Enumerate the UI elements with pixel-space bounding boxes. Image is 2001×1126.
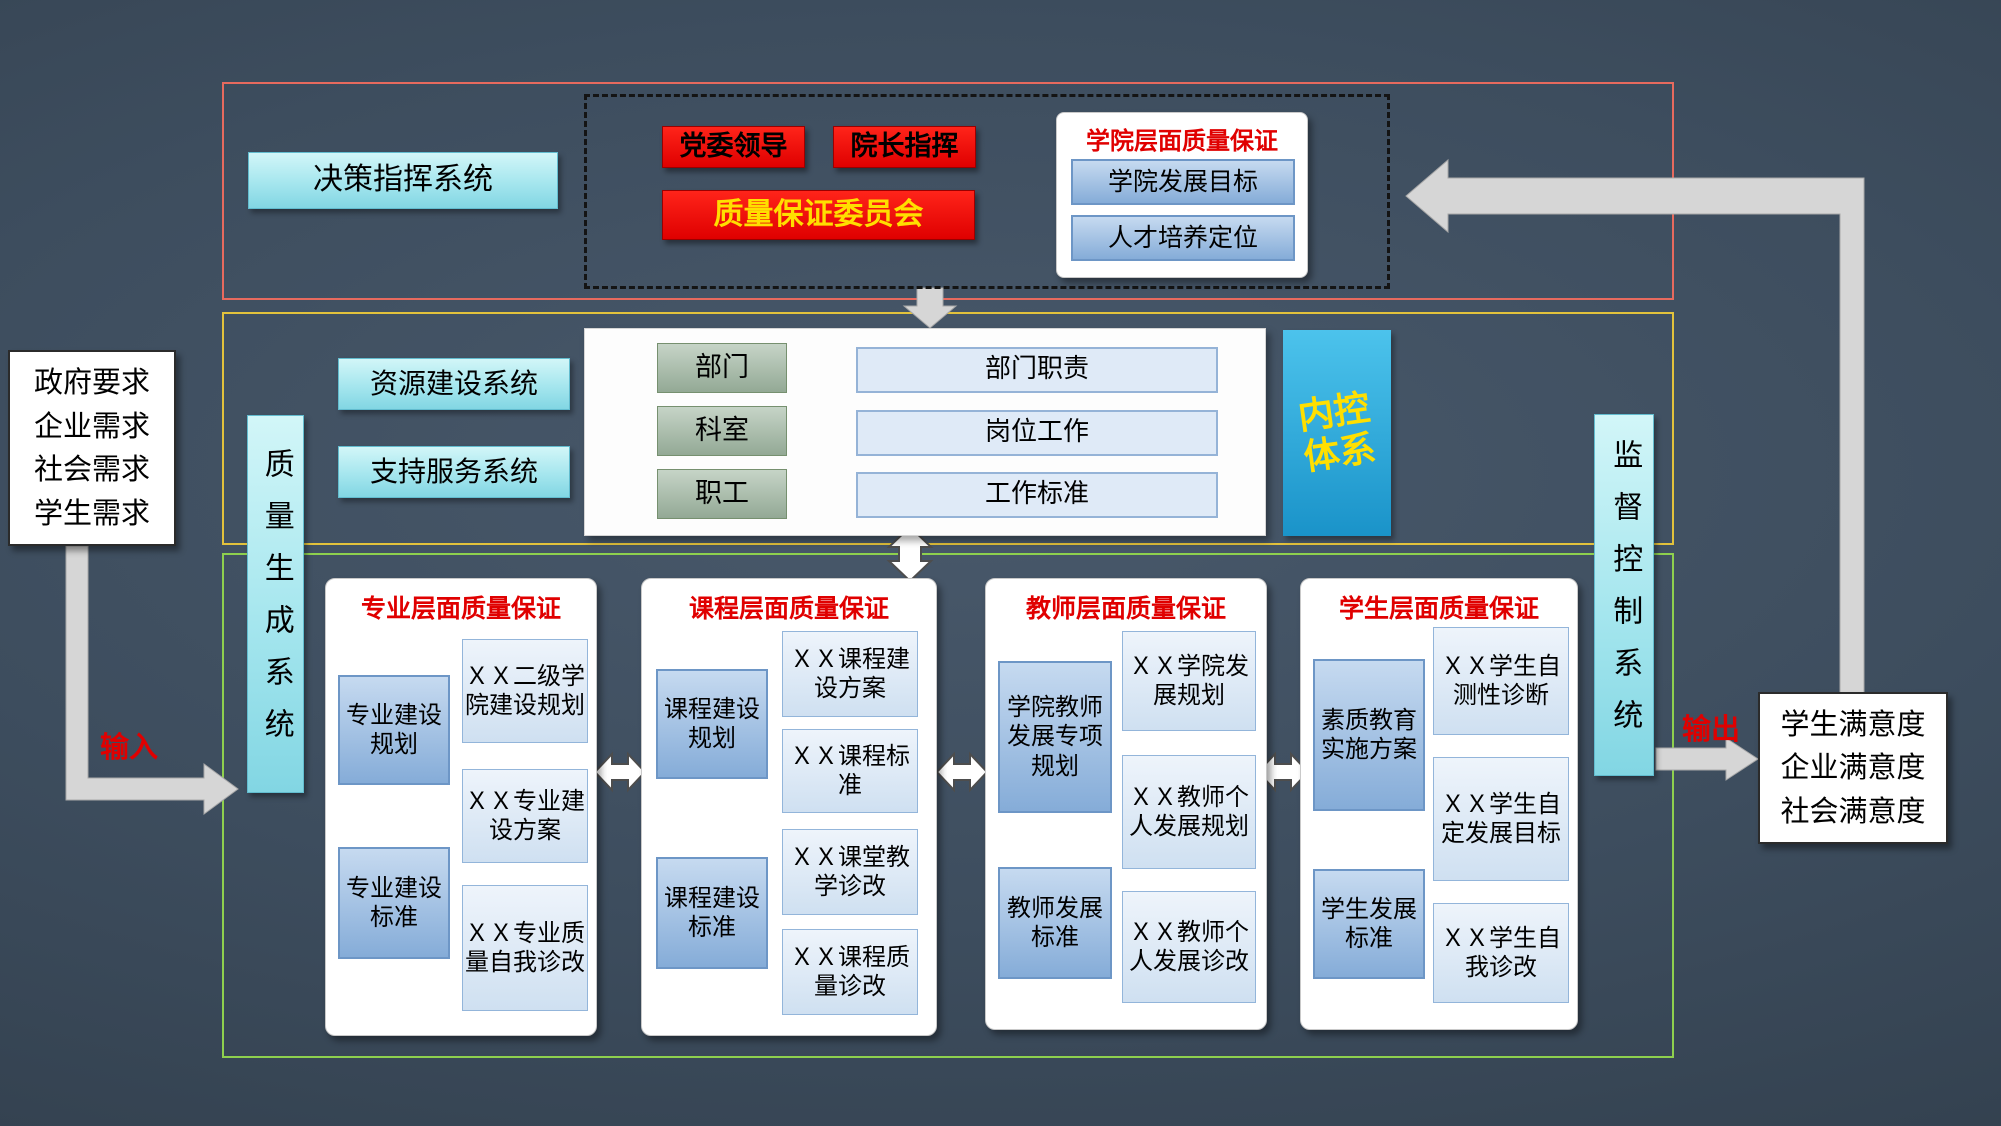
org-unit-department: 部门	[657, 343, 787, 393]
teacher-personal-development-plan-box: ＸＸ教师个人发展规划	[1122, 755, 1256, 869]
duty-department-responsibility: 部门职责	[856, 347, 1218, 393]
college-level-qa-title: 学院层面质量保证	[1086, 127, 1278, 155]
decision-command-system-label: 决策指挥系统	[248, 152, 558, 209]
college-development-goal-box: 学院发展目标	[1071, 159, 1295, 205]
arrow-down-decision-to-middle-icon	[902, 287, 958, 329]
major-quality-self-diagnosis-box: ＸＸ专业质量自我诊改	[462, 885, 588, 1011]
arrow-double-panel1-panel2-icon	[593, 751, 647, 793]
input-label: 输入	[100, 730, 159, 764]
arrow-output-icon	[1655, 737, 1759, 781]
arrow-input-icon	[65, 545, 239, 815]
secondary-college-construction-plan-box: ＸＸ二级学院建设规划	[462, 639, 588, 743]
student-self-test-diagnosis-box: ＸＸ学生自测性诊断	[1433, 627, 1569, 735]
classroom-teaching-diagnosis-box: ＸＸ课堂教学诊改	[782, 829, 918, 915]
external-demands-box: 政府要求 企业需求 社会需求 学生需求	[8, 350, 176, 546]
teacher-development-special-plan-box: 学院教师发展专项规划	[998, 661, 1112, 813]
quality-generation-system-label: 质量生成系统	[247, 415, 304, 793]
panel-course-level-qa: 课程层面质量保证 课程建设规划 课程建设标准 ＸＸ课程建设方案 ＸＸ课程标准 Ｘ…	[641, 578, 937, 1036]
student-development-standard-box: 学生发展标准	[1313, 869, 1425, 979]
panel-teacher-level-qa: 教师层面质量保证 学院教师发展专项规划 教师发展标准 ＸＸ学院发展规划 ＸＸ教师…	[985, 578, 1267, 1030]
panel-student-level-qa: 学生层面质量保证 素质教育实施方案 学生发展标准 ＸＸ学生自测性诊断 ＸＸ学生自…	[1300, 578, 1578, 1030]
demand-government: 政府要求	[33, 365, 150, 399]
major-construction-plan-box: 专业建设规划	[338, 675, 450, 785]
quality-generation-section-border	[222, 553, 1674, 1058]
satisfaction-output-box: 学生满意度 企业满意度 社会满意度	[1758, 692, 1948, 844]
arrow-feedback-loop-icon	[1405, 158, 1865, 701]
course-quality-diagnosis-box: ＸＸ课程质量诊改	[782, 929, 918, 1015]
internal-control-system-label: 内控体系	[1295, 387, 1379, 479]
course-construction-standard-box: 课程建设标准	[656, 857, 768, 969]
college-development-plan-box: ＸＸ学院发展规划	[1122, 631, 1256, 731]
satisfaction-student: 学生满意度	[1780, 706, 1926, 741]
talent-cultivation-position-box: 人才培养定位	[1071, 215, 1295, 261]
course-construction-scheme-box: ＸＸ课程建设方案	[782, 631, 918, 717]
course-construction-plan-box: 课程建设规划	[656, 669, 768, 779]
panel-major-level-title: 专业层面质量保证	[360, 594, 561, 623]
demand-society: 社会需求	[33, 452, 150, 486]
duty-work-standard: 工作标准	[856, 472, 1218, 518]
major-construction-standard-box: 专业建设标准	[338, 847, 450, 959]
output-label: 输出	[1682, 712, 1741, 746]
resource-construction-system-label: 资源建设系统	[338, 358, 570, 410]
satisfaction-society: 社会满意度	[1780, 793, 1926, 828]
satisfaction-enterprise: 企业满意度	[1780, 750, 1926, 785]
supervision-control-system-label: 监督控制系统	[1594, 414, 1654, 776]
party-leadership-box: 党委领导	[662, 126, 805, 168]
major-construction-scheme-box: ＸＸ专业建设方案	[462, 769, 588, 863]
teacher-personal-development-diagnosis-box: ＸＸ教师个人发展诊改	[1122, 891, 1256, 1003]
internal-control-system-box: 内控体系	[1283, 330, 1391, 536]
qa-committee-box: 质量保证委员会	[662, 190, 975, 240]
panel-teacher-level-title: 教师层面质量保证	[1025, 594, 1226, 623]
teacher-development-standard-box: 教师发展标准	[998, 867, 1112, 979]
support-service-system-label: 支持服务系统	[338, 446, 570, 498]
student-self-set-goal-box: ＸＸ学生自定发展目标	[1433, 757, 1569, 881]
arrow-double-panel2-panel3-icon	[935, 751, 989, 793]
president-command-box: 院长指挥	[833, 126, 976, 168]
org-unit-section: 科室	[657, 406, 787, 456]
demand-student: 学生需求	[33, 495, 150, 530]
student-self-diagnosis-box: ＸＸ学生自我诊改	[1433, 903, 1569, 1003]
panel-student-level-title: 学生层面质量保证	[1338, 594, 1539, 623]
panel-major-level-qa: 专业层面质量保证 专业建设规划 专业建设标准 ＸＸ二级学院建设规划 ＸＸ专业建设…	[325, 578, 597, 1036]
demand-enterprise: 企业需求	[33, 408, 150, 443]
org-unit-staff: 职工	[657, 469, 787, 519]
quality-education-implementation-box: 素质教育实施方案	[1313, 659, 1425, 811]
course-standard-box: ＸＸ课程标准	[782, 729, 918, 813]
org-structure-panel: 部门 科室 职工 部门职责 岗位工作 工作标准	[584, 328, 1266, 536]
duty-post-work: 岗位工作	[856, 410, 1218, 456]
college-level-qa-panel: 学院层面质量保证 学院发展目标 人才培养定位	[1056, 112, 1308, 278]
panel-course-level-title: 课程层面质量保证	[688, 594, 889, 623]
leadership-dashed-group	[584, 94, 1390, 289]
